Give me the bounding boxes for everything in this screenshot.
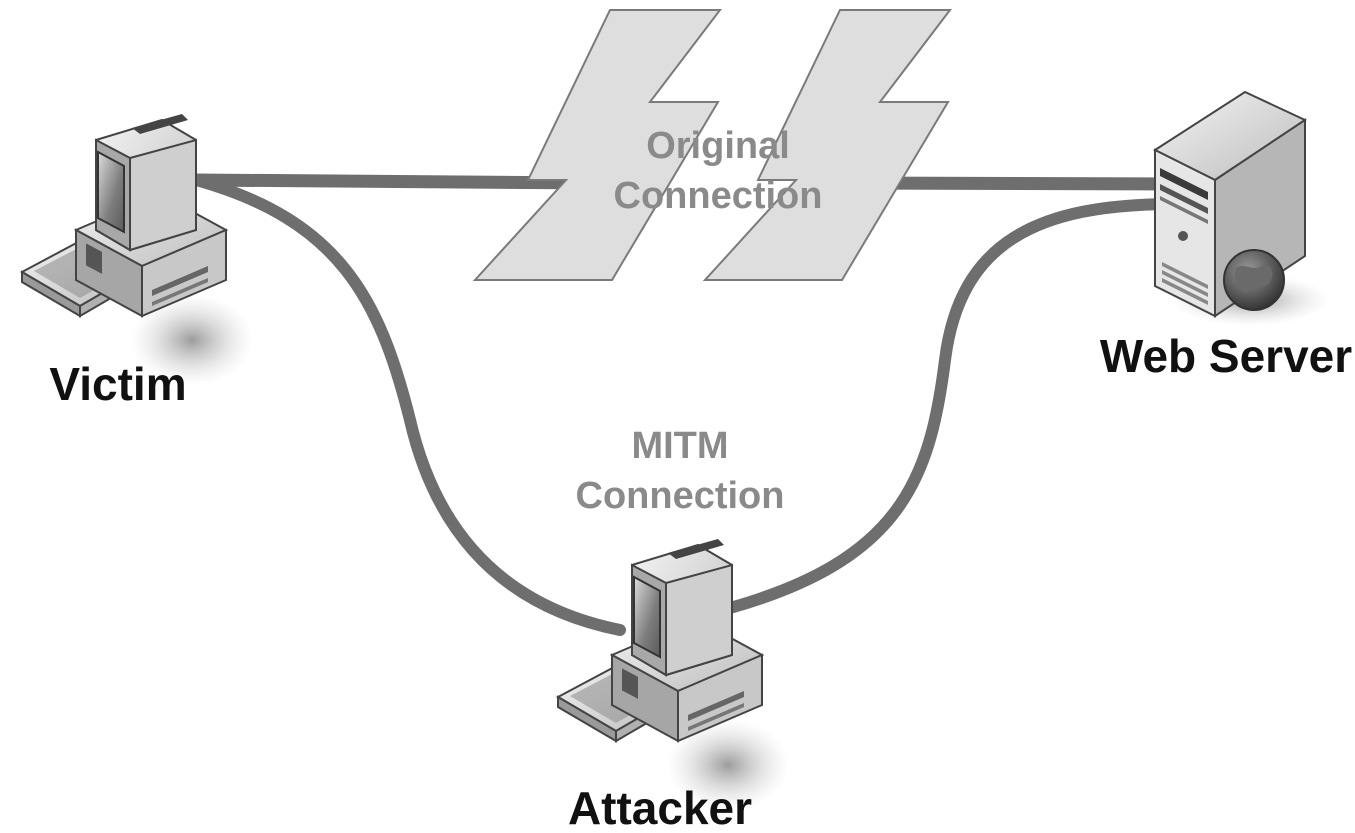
web-server-label: Web Server: [1100, 330, 1352, 382]
victim-computer-icon: [21, 113, 255, 387]
attacker-label: Attacker: [568, 782, 752, 833]
original-connection-line: [189, 173, 1177, 191]
mitm-connection-label: Connection: [576, 475, 785, 517]
connection-break-bolt: [472, 9, 723, 281]
original-connection-label: Original: [646, 125, 790, 167]
connection-break-bolt: [702, 9, 953, 281]
mitm-connection-line: [190, 174, 626, 636]
globe-icon: [1223, 249, 1285, 311]
original-connection-label: Connection: [614, 175, 823, 217]
attacker-computer-icon: [557, 538, 791, 812]
mitm-connection-label: MITM: [631, 425, 728, 467]
victim-label: Victim: [49, 358, 186, 410]
mitm-connection-line: [724, 198, 1176, 614]
